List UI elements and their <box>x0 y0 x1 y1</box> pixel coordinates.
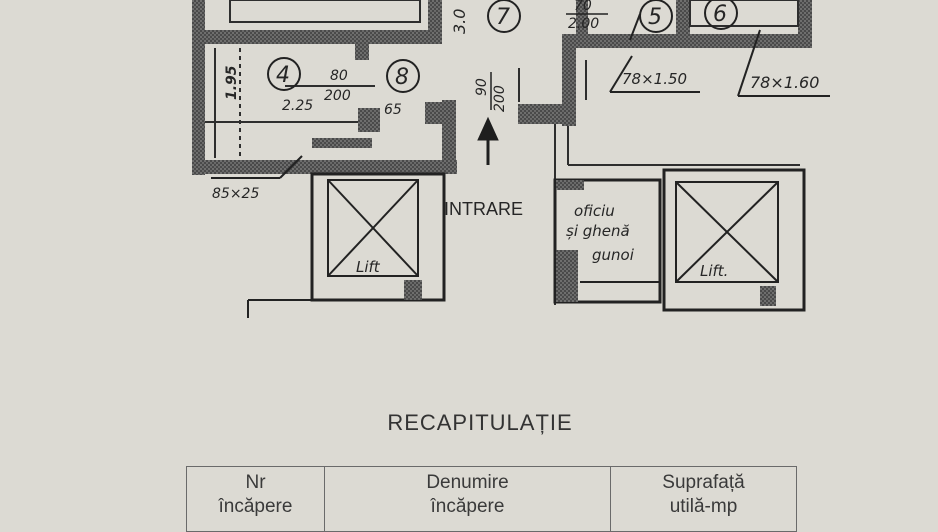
elevator-label-right: Lift. <box>700 262 728 280</box>
room-number-5: 5 <box>648 5 662 30</box>
header-room-number: Nr încăpere <box>186 466 325 532</box>
room4-side-dimension: 65 <box>384 102 402 118</box>
room-number-7: 7 <box>496 5 510 30</box>
entrance-label: INTRARE <box>444 199 523 219</box>
right-elevator-shaft <box>662 168 806 312</box>
entry-door-top: 90 <box>474 78 490 96</box>
room-number-4: 4 <box>276 63 290 88</box>
left-elevator-shaft <box>247 172 446 318</box>
header-usable-area-line2: utilă-mp <box>669 496 738 517</box>
recap-table: Nr încăpere Denumire încăpere Suprafață … <box>186 466 797 532</box>
oficiu-line-3: gunoi <box>592 246 635 264</box>
room4-fraction-denominator: 200 <box>324 88 351 104</box>
recap-header-row: Nr încăpere Denumire încăpere Suprafață … <box>186 466 797 532</box>
door-dimension-left: 85×25 <box>212 186 259 202</box>
room-number-6: 6 <box>713 2 727 27</box>
top-fraction-numerator: 70 <box>574 0 592 14</box>
window-dimension-5: 78×1.50 <box>622 70 687 88</box>
right-unit-walls <box>518 0 812 126</box>
header-room-name-line1: Denumire <box>426 472 509 493</box>
room-number-8: 8 <box>395 65 409 90</box>
room4-fraction-numerator: 80 <box>330 68 348 84</box>
vertical-dimension-3: 3.0 <box>450 9 469 34</box>
left-unit-walls <box>192 0 457 175</box>
header-usable-area: Suprafață utilă-mp <box>610 466 797 532</box>
room4-height-dimension: 1.95 <box>224 65 240 100</box>
oficiu-line-1: oficiu <box>574 202 615 220</box>
header-room-number-line2: încăpere <box>218 496 293 517</box>
entrance-arrow <box>477 116 499 165</box>
entry-door-bottom: 200 <box>492 85 508 112</box>
window-dimension-6: 78×1.60 <box>750 73 819 92</box>
waste-room <box>553 178 662 304</box>
header-usable-area-line1: Suprafață <box>662 472 745 493</box>
oficiu-line-2: și ghenă <box>566 222 630 240</box>
top-fraction-denominator: 2.00 <box>568 16 599 32</box>
header-room-name-line2: încăpere <box>430 496 505 517</box>
left-unit-thin-lines <box>205 0 421 158</box>
header-room-name: Denumire încăpere <box>324 466 611 532</box>
room4-width-dimension: 2.25 <box>282 98 313 114</box>
header-room-number-line1: Nr <box>245 472 266 493</box>
leader-lines <box>211 13 830 179</box>
recap-title: RECAPITULAȚIE <box>387 410 573 435</box>
elevator-label-left: Lift <box>356 258 381 276</box>
